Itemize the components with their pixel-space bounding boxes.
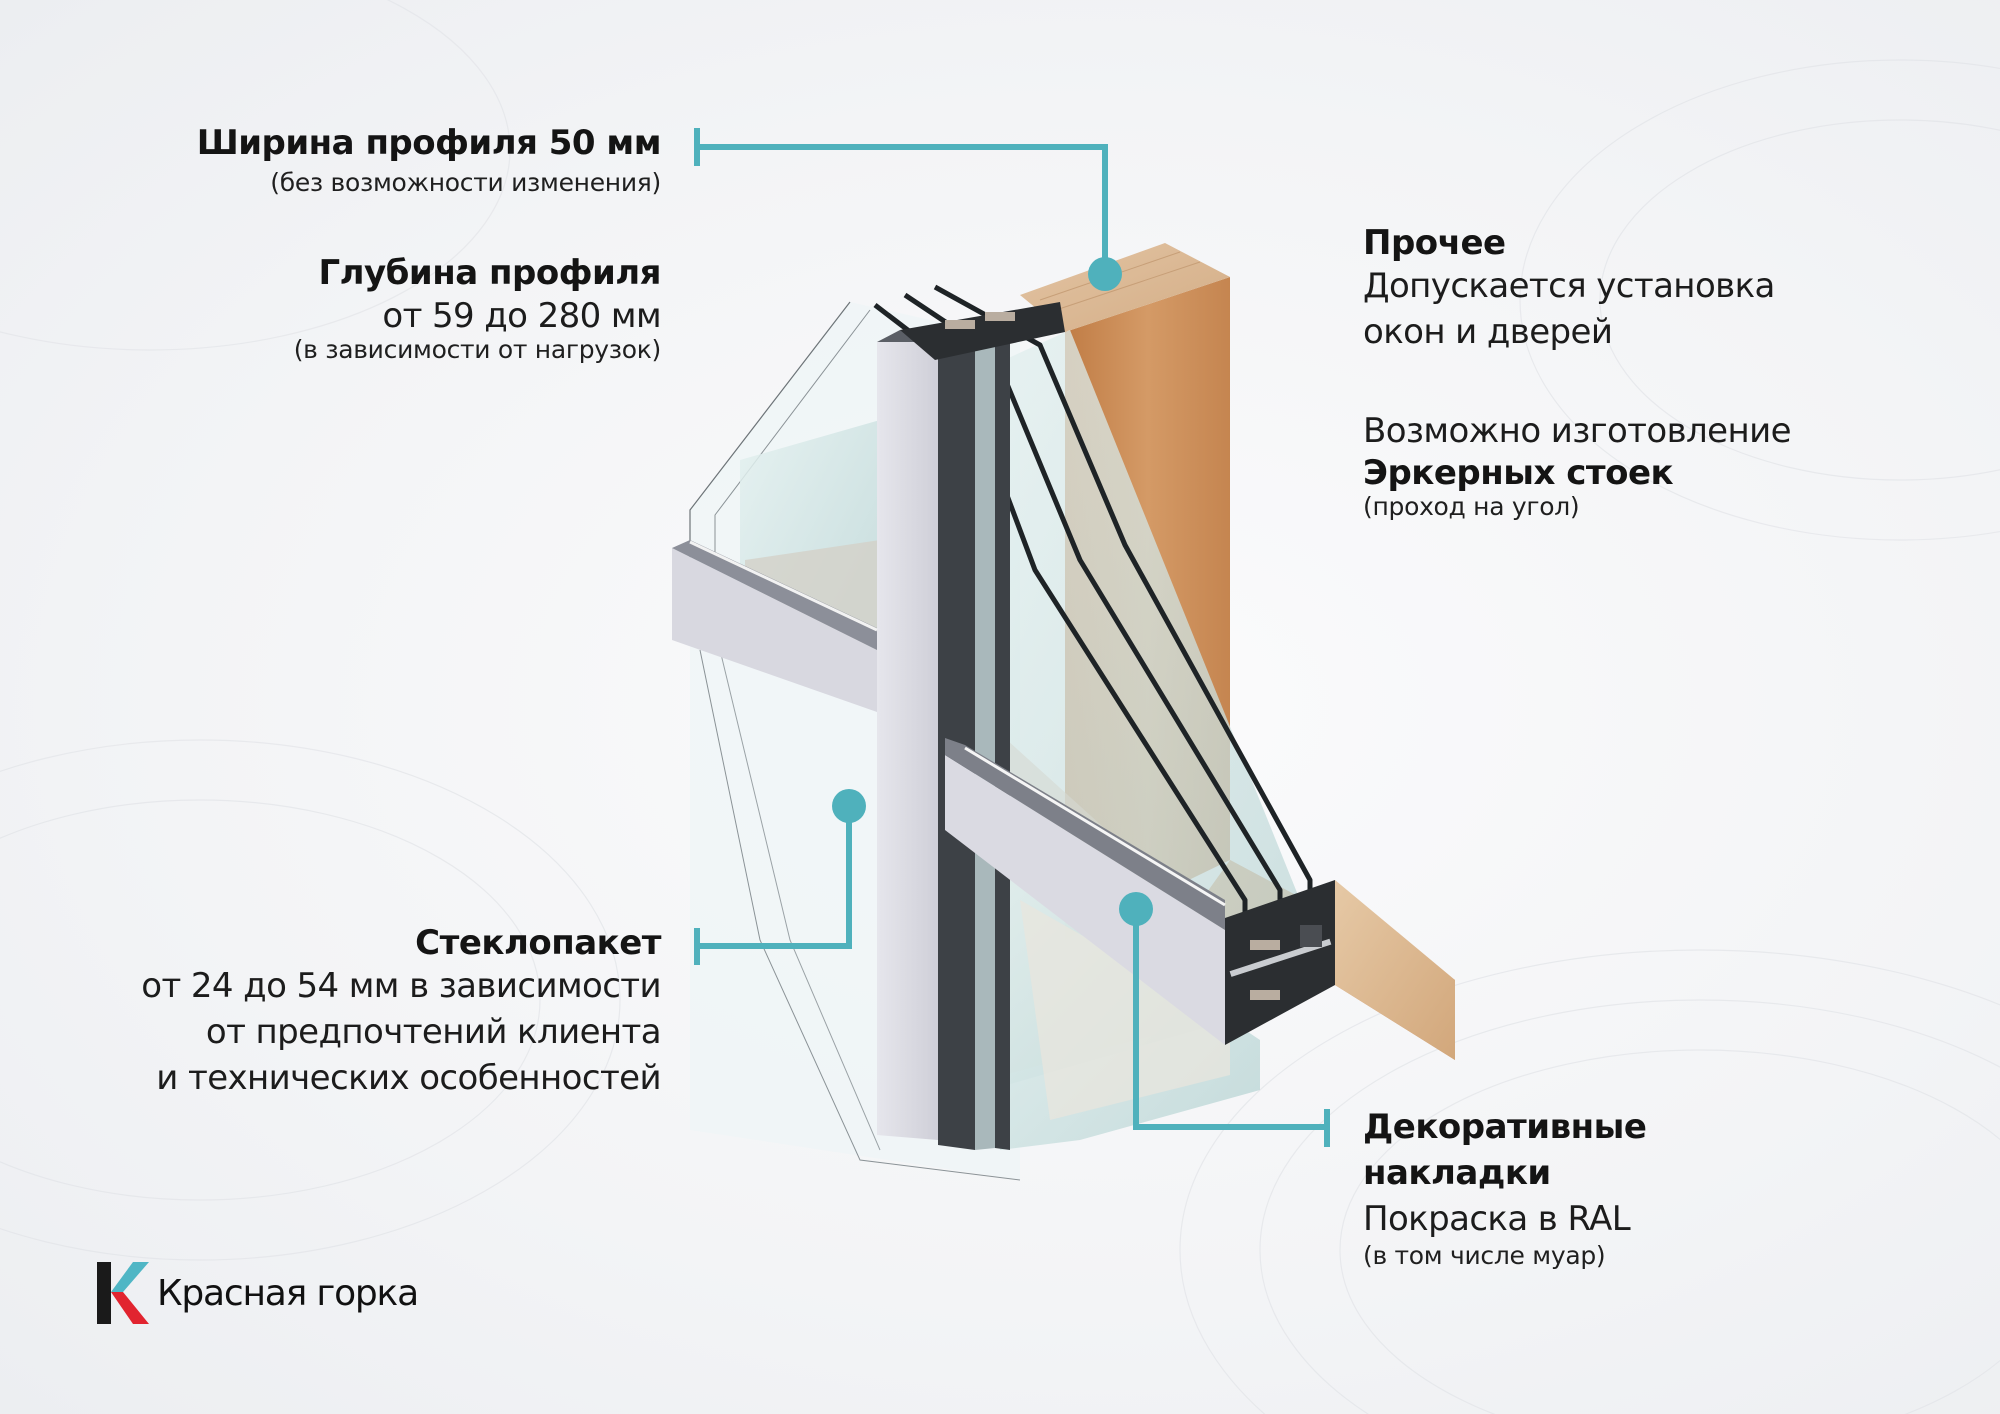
profile-width-note: (без возможности изменения) [270, 168, 661, 198]
glazing-line: от 24 до 54 мм в зависимости [141, 966, 661, 1007]
glazing-line: от предпочтений клиента [205, 1012, 662, 1053]
profile-depth-note: (в зависимости от нагрузок) [293, 335, 662, 365]
annotation-other: Прочее Допускается установка окон и двер… [1363, 223, 1775, 355]
brand-logo: Красная горка [97, 1262, 419, 1324]
bay-posts-note: (проход на угол) [1363, 492, 1580, 522]
annotation-profile-depth: Глубина профиля от 59 до 280 мм (в завис… [293, 253, 662, 365]
glazing-line: и технических особенностей [156, 1058, 661, 1099]
profile-depth-value: от 59 до 280 мм [382, 296, 661, 337]
decorative-value: Покраска в RAL [1363, 1199, 1631, 1239]
k-logo-icon [97, 1262, 149, 1324]
brand-name: Красная горка [157, 1272, 419, 1314]
glazing-title: Стеклопакет [415, 923, 661, 963]
vertical-mullion [877, 330, 1010, 1150]
annotation-decorative-covers: Декоративные накладки Покраска в RAL (в … [1363, 1104, 1647, 1271]
decorative-title-2: накладки [1363, 1153, 1551, 1193]
bay-posts-title: Эркерных стоек [1363, 453, 1674, 493]
decorative-title-1: Декоративные [1363, 1107, 1647, 1147]
profile-width-title: Ширина профиля 50 мм [196, 123, 662, 163]
left-transom [672, 540, 878, 712]
bay-posts-intro: Возможно изготовление [1363, 411, 1792, 451]
other-line: окон и дверей [1363, 312, 1613, 353]
decorative-note: (в том числе муар) [1363, 1241, 1606, 1270]
profile-depth-title: Глубина профиля [318, 253, 661, 293]
annotation-glazing: Стеклопакет от 24 до 54 мм в зависимости… [141, 923, 662, 1101]
annotation-bay-posts: Возможно изготовление Эркерных стоек (пр… [1363, 408, 1792, 522]
other-title: Прочее [1363, 223, 1506, 263]
annotation-profile-width: Ширина профиля 50 мм (без возможности из… [196, 123, 662, 198]
other-line: Допускается установка [1363, 266, 1775, 307]
